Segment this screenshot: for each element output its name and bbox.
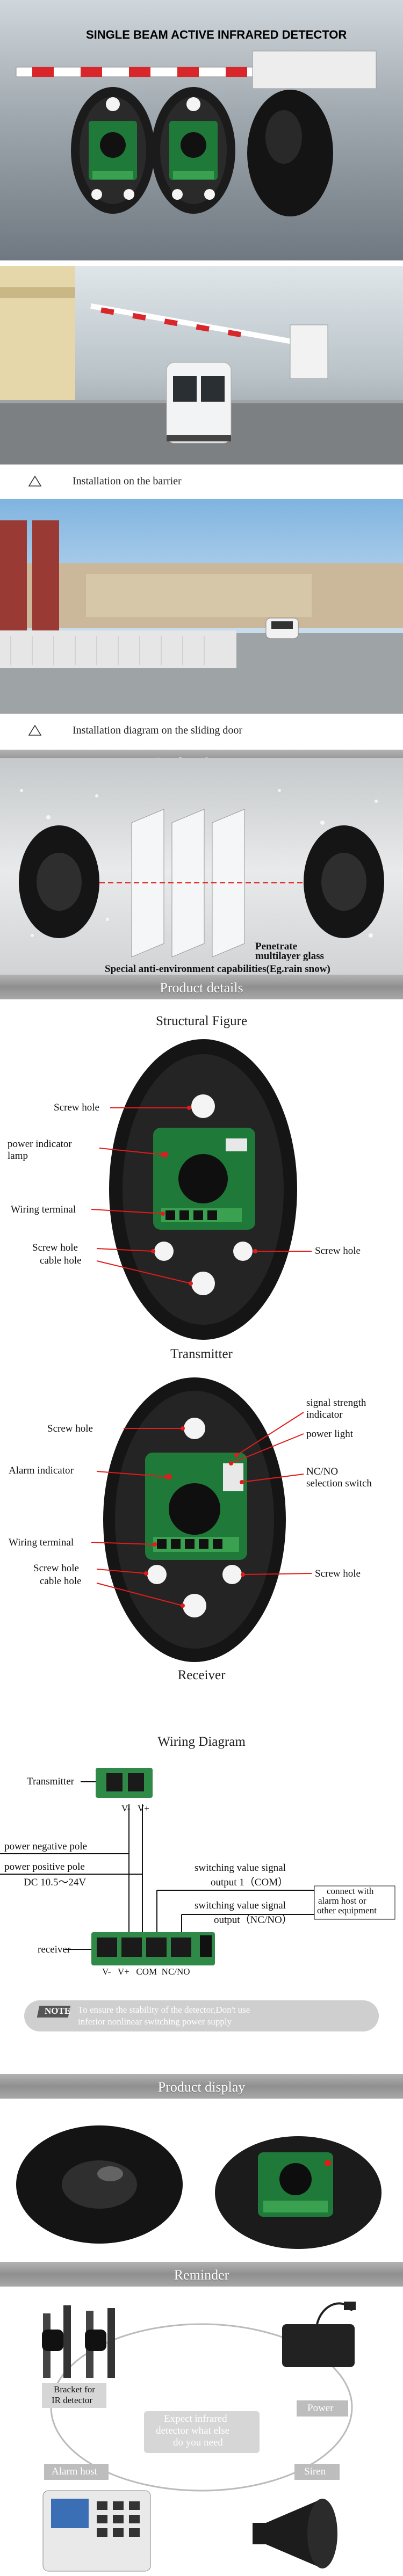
alarm-host-label: Alarm host	[52, 2466, 97, 2477]
alarm-host-image	[42, 2490, 151, 2572]
caption-door-text: Installation diagram on the sliding door	[73, 724, 243, 736]
wiring-switch2-line1: switching value signal	[195, 1900, 286, 1911]
rx-screw-hole-left: Screw hole	[33, 1563, 79, 1574]
wiring-section: Wiring Diagram Transmitter V- V+ power n…	[0, 1729, 403, 2062]
display-section	[0, 2099, 403, 2265]
tx-screw-hole-top: Screw hole	[54, 1102, 99, 1113]
wiring-power-positive: power positive pole	[4, 1861, 85, 1873]
siren-label-box	[294, 2464, 340, 2480]
note-badge-text: NOTE	[45, 2006, 71, 2016]
rx-alarm-indicator: Alarm indicator	[9, 1465, 74, 1476]
detector-closed	[247, 90, 333, 216]
bracket-label-2: IR detector	[52, 2395, 92, 2405]
reminder-section: Bracket for IR detector Power Expect inf…	[0, 2287, 403, 2576]
rx-screw-hole-right: Screw hole	[315, 1568, 361, 1579]
alarm-host-label-box	[44, 2464, 109, 2480]
structural-title: Structural Figure	[155, 1014, 248, 1028]
tx-power-indicator-2: lamp	[8, 1150, 28, 1162]
warning-triangle-icon	[28, 475, 42, 487]
transmitter-diagram	[91, 1039, 312, 1340]
rx-cable-hole: cable hole	[40, 1576, 82, 1587]
wiring-diagram	[0, 1768, 395, 1965]
wiring-connect-2: alarm host or	[318, 1896, 366, 1906]
note-box: NOTE To ensure the stability of the dete…	[24, 2000, 379, 2031]
banner-reminder: Reminder	[0, 2262, 403, 2287]
banner-display: Product display	[0, 2074, 403, 2099]
bracket-label-box	[42, 2383, 106, 2408]
wiring-title: Wiring Diagram	[157, 1735, 246, 1749]
features-section: Penetrate multilayer glass Special anti-…	[0, 758, 403, 984]
note-line-1: To ensure the stability of the detector,…	[78, 2005, 250, 2015]
caption-barrier: Installation on the barrier	[0, 465, 403, 499]
wiring-terminal-labels: V- V+ COM NC/NO	[102, 1967, 190, 1977]
rx-wiring-terminal: Wiring terminal	[9, 1537, 74, 1548]
transmitter-figure: Screw hole power indicator lamp Wiring t…	[0, 1036, 403, 1369]
expect-line-1: Expect infrared	[164, 2413, 227, 2425]
penetrate-label-2: multilayer glass	[255, 950, 324, 962]
reminder-illustration	[42, 2302, 356, 2572]
tx-power-indicator-1: power indicator	[8, 1138, 72, 1150]
caption-barrier-text: Installation on the barrier	[73, 475, 182, 487]
power-label-box	[297, 2400, 348, 2417]
features-illustration	[19, 789, 384, 957]
wiring-switch1-line1: switching value signal	[195, 1862, 286, 1874]
wiring-switch2-line2: output（NC/NO）	[214, 1914, 292, 1926]
tx-wiring-terminal: Wiring terminal	[11, 1204, 76, 1215]
rx-power-light: power light	[306, 1428, 354, 1440]
siren-label: Siren	[304, 2466, 326, 2477]
hero-illustration	[16, 50, 377, 216]
detector-open-1	[71, 87, 155, 214]
wiring-power-negative: power negative pole	[4, 1841, 88, 1852]
detector-open-2	[152, 87, 235, 214]
van	[166, 362, 232, 444]
expect-box	[144, 2411, 260, 2453]
wiring-receiver-label: receiver	[38, 1944, 71, 1955]
rx-nc-no-1: NC/NO	[306, 1466, 339, 1477]
warning-triangle-icon	[28, 724, 42, 736]
barrier-photo	[0, 266, 403, 465]
penetrate-label-1: Penetrate	[255, 941, 298, 952]
expect-line-3: do you need	[173, 2437, 223, 2448]
power-label: Power	[307, 2403, 334, 2414]
hero-section: SINGLE BEAM ACTIVE INFRARED DETECTOR	[0, 0, 403, 260]
rx-nc-no-2: selection switch	[306, 1478, 372, 1489]
barrier-scene	[0, 266, 403, 465]
receiver-figure: signal strength indicator Screw hole pow…	[0, 1375, 403, 1718]
hero-title: SINGLE BEAM ACTIVE INFRARED DETECTOR	[86, 28, 347, 41]
rx-screw-hole-top: Screw hole	[47, 1423, 93, 1434]
tx-cable-hole: cable hole	[40, 1255, 82, 1266]
note-line-2: inferior nonlinear switching power suppl…	[78, 2016, 232, 2027]
caption-door: Installation diagram on the sliding door	[0, 714, 403, 748]
siren-image	[253, 2499, 337, 2568]
receiver-caption: Receiver	[177, 1668, 226, 1682]
bracket-label-1: Bracket for	[54, 2384, 95, 2394]
special-capabilities-label: Special anti-environment capabilities(Eg…	[105, 963, 330, 975]
expect-line-2: detector what else	[156, 2425, 230, 2436]
wiring-connect-1: connect with	[327, 1886, 374, 1896]
tx-screw-hole-left: Screw hole	[32, 1242, 78, 1253]
door-photo	[0, 499, 403, 714]
barrier-arm	[16, 50, 377, 89]
rx-signal-strength-1: signal strength	[306, 1397, 366, 1409]
wiring-switch1-line2: output 1（COM）	[211, 1877, 289, 1888]
transmitter-caption: Transmitter	[170, 1347, 233, 1361]
wiring-v-minus-top: V-	[121, 1803, 131, 1813]
wiring-v-plus-top: V+	[138, 1803, 149, 1813]
banner-details: Product details	[0, 975, 403, 999]
wiring-connect-3: other equipment	[317, 1905, 377, 1915]
wiring-transmitter-label: Transmitter	[27, 1776, 74, 1787]
receiver-diagram	[91, 1377, 312, 1662]
wiring-dc-range: DC 10.5～24V	[24, 1877, 87, 1888]
display-photos	[16, 2125, 382, 2249]
bracket-image	[42, 2305, 115, 2378]
power-adapter-image	[282, 2302, 356, 2367]
rx-signal-strength-2: indicator	[306, 1409, 343, 1420]
door-scene	[0, 520, 403, 714]
tx-screw-hole-right: Screw hole	[315, 1245, 361, 1257]
